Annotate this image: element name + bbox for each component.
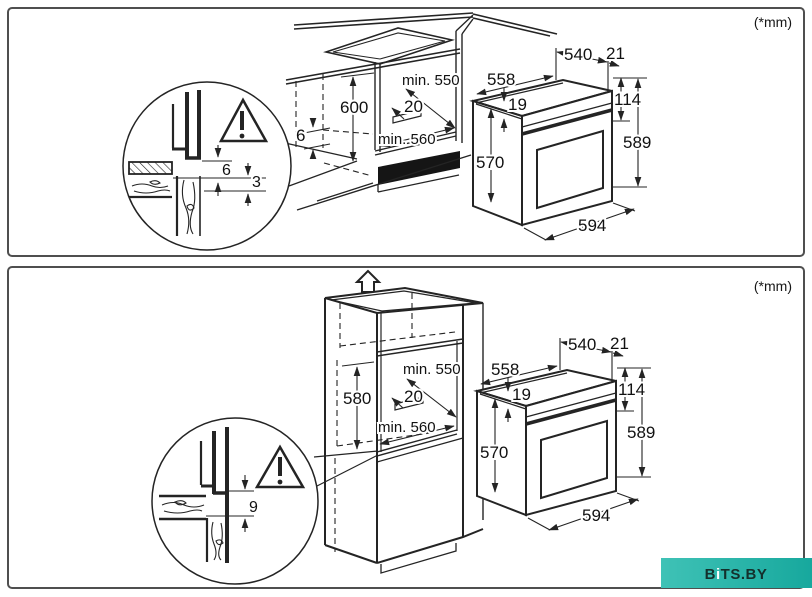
oven-top-inset-label: 19	[512, 385, 531, 404]
oven-drawing: 558 19 570 540 21 114 589 594	[471, 42, 653, 240]
oven-front-width-label: 594	[582, 506, 610, 525]
oven-front-panel-height-label: 114	[618, 380, 645, 399]
watermark-badge: BiTS.BY	[661, 558, 812, 588]
detail-callout: 9	[151, 417, 379, 585]
oven-rear-offset-label: 21	[606, 44, 625, 63]
oven-top-width-label: 558	[491, 360, 519, 379]
oven-top-depth-label: 540	[568, 335, 596, 354]
panel-built-under: (*mm)	[7, 7, 805, 257]
niche-dimensions: 600 min. 550 20 min. 560 6	[294, 70, 462, 162]
detail-lower-gap-label: 3	[252, 174, 261, 191]
niche-height-label: 580	[343, 389, 371, 408]
watermark-prefix: B	[705, 566, 716, 583]
oven-overall-height-label: 589	[627, 423, 655, 442]
oven-front-panel-height-label: 114	[614, 90, 641, 109]
niche-width-label: min. 560	[378, 131, 436, 148]
niche-depth-label: min. 550	[402, 72, 460, 89]
units-label: (*mm)	[754, 278, 792, 294]
detail-cross-section: 9	[159, 427, 260, 563]
oven-drawing: 558 19 570 540 21 114 589 594	[475, 332, 657, 530]
panel-column-unit: (*mm)	[7, 266, 805, 589]
oven-top-width-label: 558	[487, 70, 515, 89]
plinth-recess	[378, 151, 460, 185]
wood-grain	[161, 500, 224, 561]
oven-top-inset-label: 19	[508, 95, 527, 114]
detail-upper-gap-label: 6	[222, 162, 231, 179]
watermark-text: BiTS.BY	[705, 566, 768, 583]
oven-front-width-label: 594	[578, 216, 606, 235]
oven-body-height-label: 570	[480, 443, 508, 462]
oven-body-height-label: 570	[476, 153, 504, 172]
niche-dimensions: 580 min. 550 20 min. 560	[341, 359, 463, 450]
worktop-section	[128, 161, 173, 175]
rear-vent-label: 20	[404, 387, 423, 406]
niche-depth-label: min. 550	[403, 361, 461, 378]
detail-shelf-gap-label: 9	[249, 499, 258, 516]
rear-vent-label: 20	[404, 97, 423, 116]
oven-top-depth-label: 540	[564, 45, 592, 64]
wood-grain	[131, 179, 196, 235]
watermark-background	[661, 558, 812, 588]
oven-rear-offset-label: 21	[610, 334, 629, 353]
watermark-accent: i	[716, 566, 721, 583]
warning-triangle-icon	[254, 444, 306, 489]
niche-width-label: min. 560	[378, 419, 436, 436]
niche-height-label: 600	[340, 98, 368, 117]
front-gap-label: 6	[296, 126, 305, 145]
detail-cross-section: 6 3	[128, 90, 266, 236]
warning-triangle-icon	[218, 97, 269, 143]
units-label: (*mm)	[754, 14, 792, 30]
oven-overall-height-label: 589	[623, 133, 651, 152]
detail-callout: 6 3	[122, 81, 358, 251]
watermark-suffix: TS.BY	[721, 566, 768, 583]
